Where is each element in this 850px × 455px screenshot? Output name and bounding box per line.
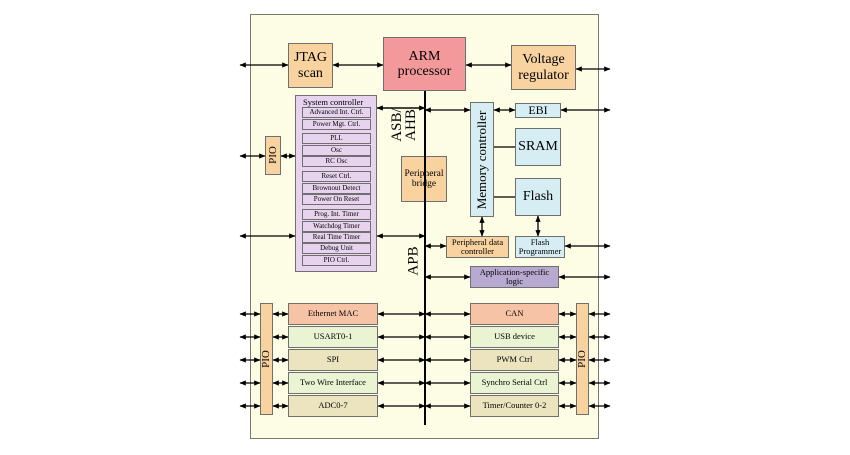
system-controller-item-label: Osc bbox=[331, 145, 342, 154]
system-controller-item[interactable]: Real Time Timer bbox=[302, 232, 371, 243]
system-controller-item[interactable]: Advanced Int. Ctrl. bbox=[302, 107, 371, 118]
memory-controller-block[interactable] bbox=[470, 102, 494, 217]
system-controller-item[interactable]: Osc bbox=[302, 145, 371, 156]
system-controller-item[interactable]: Power Mgt. Ctrl. bbox=[302, 119, 371, 130]
system-controller-item[interactable]: Prog. Int. Timer bbox=[302, 209, 371, 220]
system-controller-item[interactable]: Debug Unit bbox=[302, 243, 371, 254]
right-peripheral-label: USB device bbox=[494, 331, 535, 342]
system-controller-item-label: Watchdog Timer bbox=[313, 221, 360, 230]
arm-processor-label: ARM processor bbox=[397, 48, 452, 79]
system-controller-item-label: Advanced Int. Ctrl. bbox=[309, 107, 364, 116]
system-controller-item-label: Real Time Timer bbox=[312, 232, 361, 241]
right-peripheral-label: CAN bbox=[505, 308, 524, 319]
flash-programmer-block[interactable]: Flash Programmer bbox=[515, 236, 565, 258]
system-controller-item-label: Prog. Int. Timer bbox=[314, 209, 359, 218]
system-controller-item[interactable]: Power On Reset bbox=[302, 194, 371, 205]
right-peripheral-label: Synchro Serial Ctrl bbox=[481, 377, 548, 388]
system-controller-item-label: RC Osc bbox=[325, 156, 348, 165]
application-specific-logic-label: Application-specific logic bbox=[479, 266, 550, 286]
left-peripheral-label: SPI bbox=[326, 354, 340, 365]
ebi-label: EBI bbox=[528, 102, 548, 117]
peripheral-data-controller-label: Peripheral data controller bbox=[451, 236, 504, 256]
system-controller-item[interactable]: RC Osc bbox=[302, 156, 371, 167]
system-controller-item-label: PLL bbox=[330, 133, 343, 142]
sram-block[interactable]: SRAM bbox=[515, 128, 561, 166]
system-controller-item-label: Brownout Detect bbox=[312, 183, 361, 192]
application-specific-logic-block[interactable]: Application-specific logic bbox=[470, 266, 559, 288]
left-peripheral-label: ADC0-7 bbox=[318, 400, 348, 411]
system-controller-item-label: PIO Ctrl. bbox=[323, 255, 350, 264]
system-controller-item-label: Power Mgt. Ctrl. bbox=[312, 119, 361, 128]
system-controller-item-label: Power On Reset bbox=[313, 194, 360, 203]
jtag-scan-label: JTAG scan bbox=[293, 50, 328, 81]
voltage-regulator-block[interactable]: Voltage regulator bbox=[511, 45, 576, 90]
system-controller-item[interactable]: Watchdog Timer bbox=[302, 221, 371, 232]
right-peripheral-label: Timer/Counter 0-2 bbox=[482, 400, 547, 411]
system-controller-item-label: Reset Ctrl. bbox=[321, 171, 352, 180]
voltage-regulator-label: Voltage regulator bbox=[518, 52, 569, 83]
right-peripheral-label: PWM Ctrl bbox=[496, 354, 533, 365]
sram-label: SRAM bbox=[518, 139, 558, 155]
system-controller-title: System controller bbox=[303, 97, 364, 107]
system-controller-item[interactable]: Brownout Detect bbox=[302, 183, 371, 194]
system-controller-item-label: Debug Unit bbox=[320, 243, 353, 252]
system-controller-item[interactable]: PLL bbox=[302, 133, 371, 144]
left-peripheral-label: Ethernet MAC bbox=[307, 308, 359, 319]
flash-label: Flash bbox=[522, 189, 554, 205]
flash-block[interactable]: Flash bbox=[515, 178, 561, 216]
left-peripheral-label: USART0-1 bbox=[313, 331, 353, 342]
system-controller-item[interactable]: Reset Ctrl. bbox=[302, 171, 371, 182]
arm-processor-block[interactable]: ARM processor bbox=[383, 37, 466, 91]
system-controller-item[interactable]: PIO Ctrl. bbox=[302, 255, 371, 266]
jtag-scan-block[interactable]: JTAG scan bbox=[288, 43, 333, 88]
left-peripheral-label: Two Wire Interface bbox=[300, 377, 366, 388]
flash-programmer-label: Flash Programmer bbox=[518, 236, 562, 256]
